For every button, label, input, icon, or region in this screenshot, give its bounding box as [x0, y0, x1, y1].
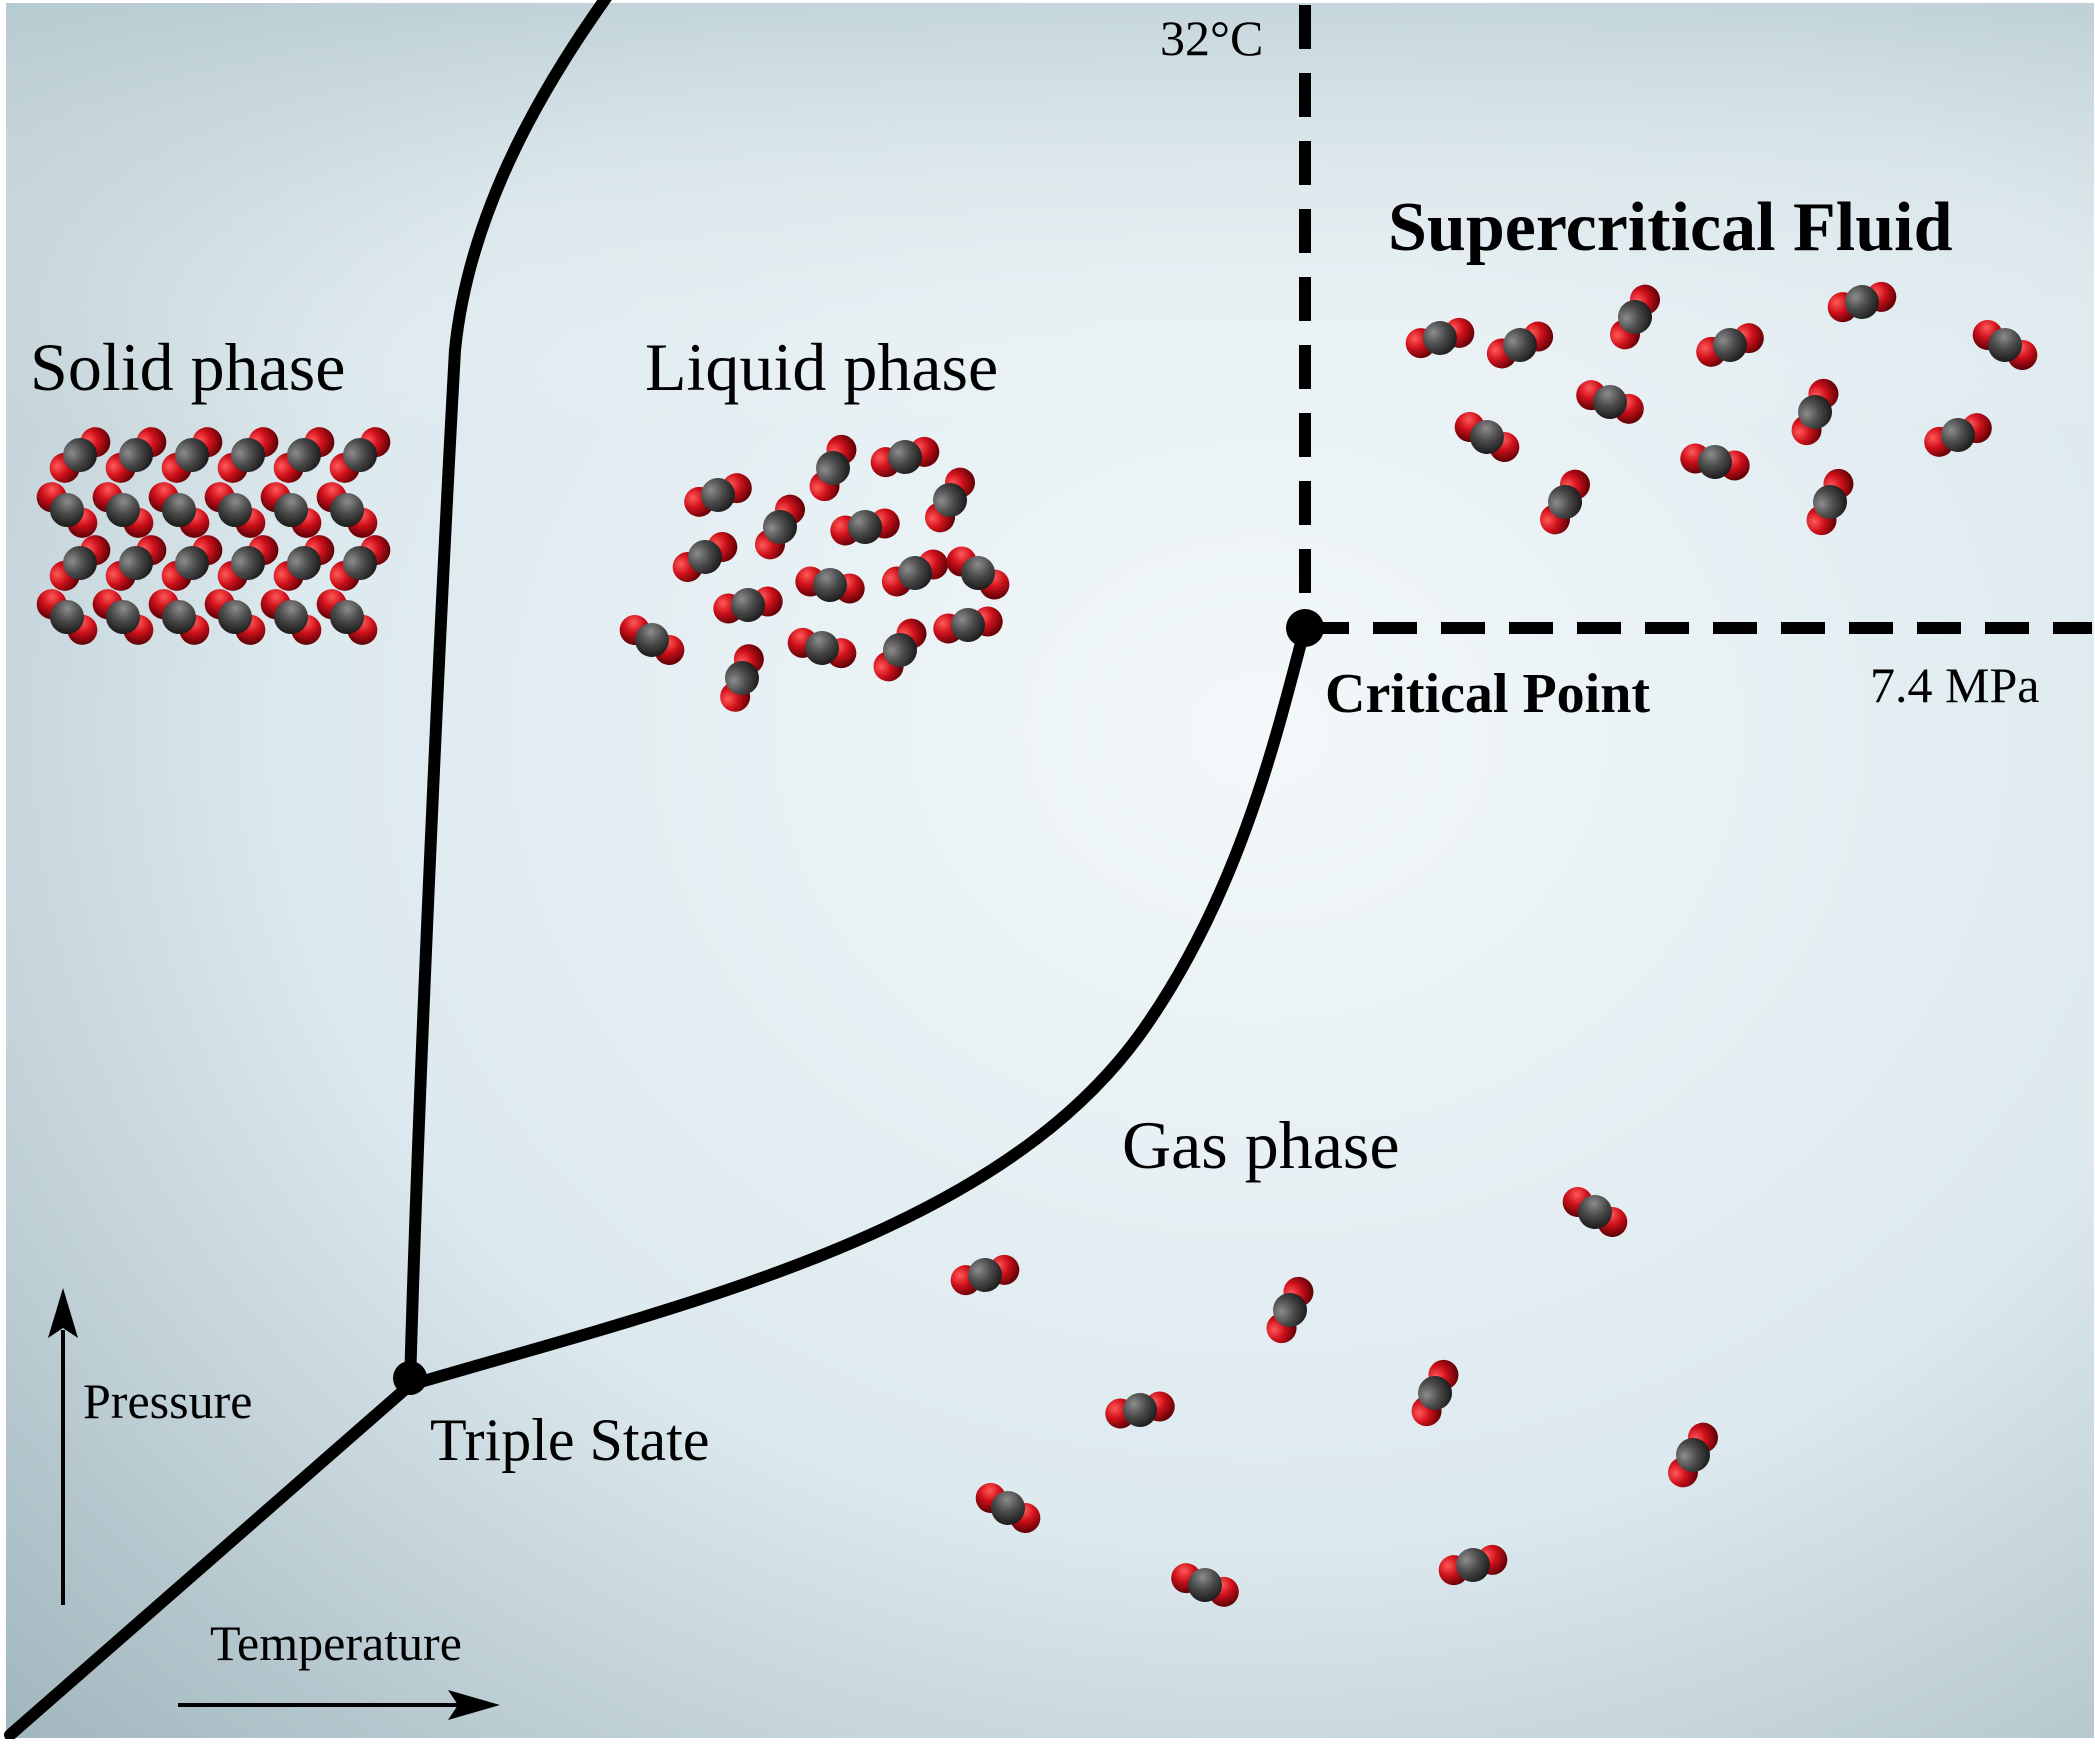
pressure-axis-label: Pressure	[83, 1373, 252, 1429]
diagram-background-shade	[6, 3, 2094, 1738]
critical-temperature-label: 32°C	[1160, 10, 1263, 66]
pressure-arrow-icon	[48, 1288, 78, 1605]
triple-point-marker	[393, 1361, 427, 1395]
melting-curve	[404, 0, 612, 1391]
gas-phase-label: Gas phase	[1122, 1107, 1400, 1183]
temperature-arrow-icon	[178, 1690, 500, 1720]
liquid-phase-label: Liquid phase	[645, 329, 998, 405]
triple-state-label: Triple State	[430, 1407, 709, 1473]
critical-point-marker	[1286, 609, 1324, 647]
solid-phase-label: Solid phase	[30, 329, 345, 405]
vaporization-curve	[404, 622, 1311, 1391]
temperature-axis-label: Temperature	[210, 1615, 462, 1671]
supercritical-fluid-label: Supercritical Fluid	[1388, 189, 1953, 266]
critical-pressure-label: 7.4 MPa	[1870, 657, 2039, 713]
sublimation-curve	[4, 1379, 416, 1741]
critical-point-label: Critical Point	[1325, 663, 1650, 725]
